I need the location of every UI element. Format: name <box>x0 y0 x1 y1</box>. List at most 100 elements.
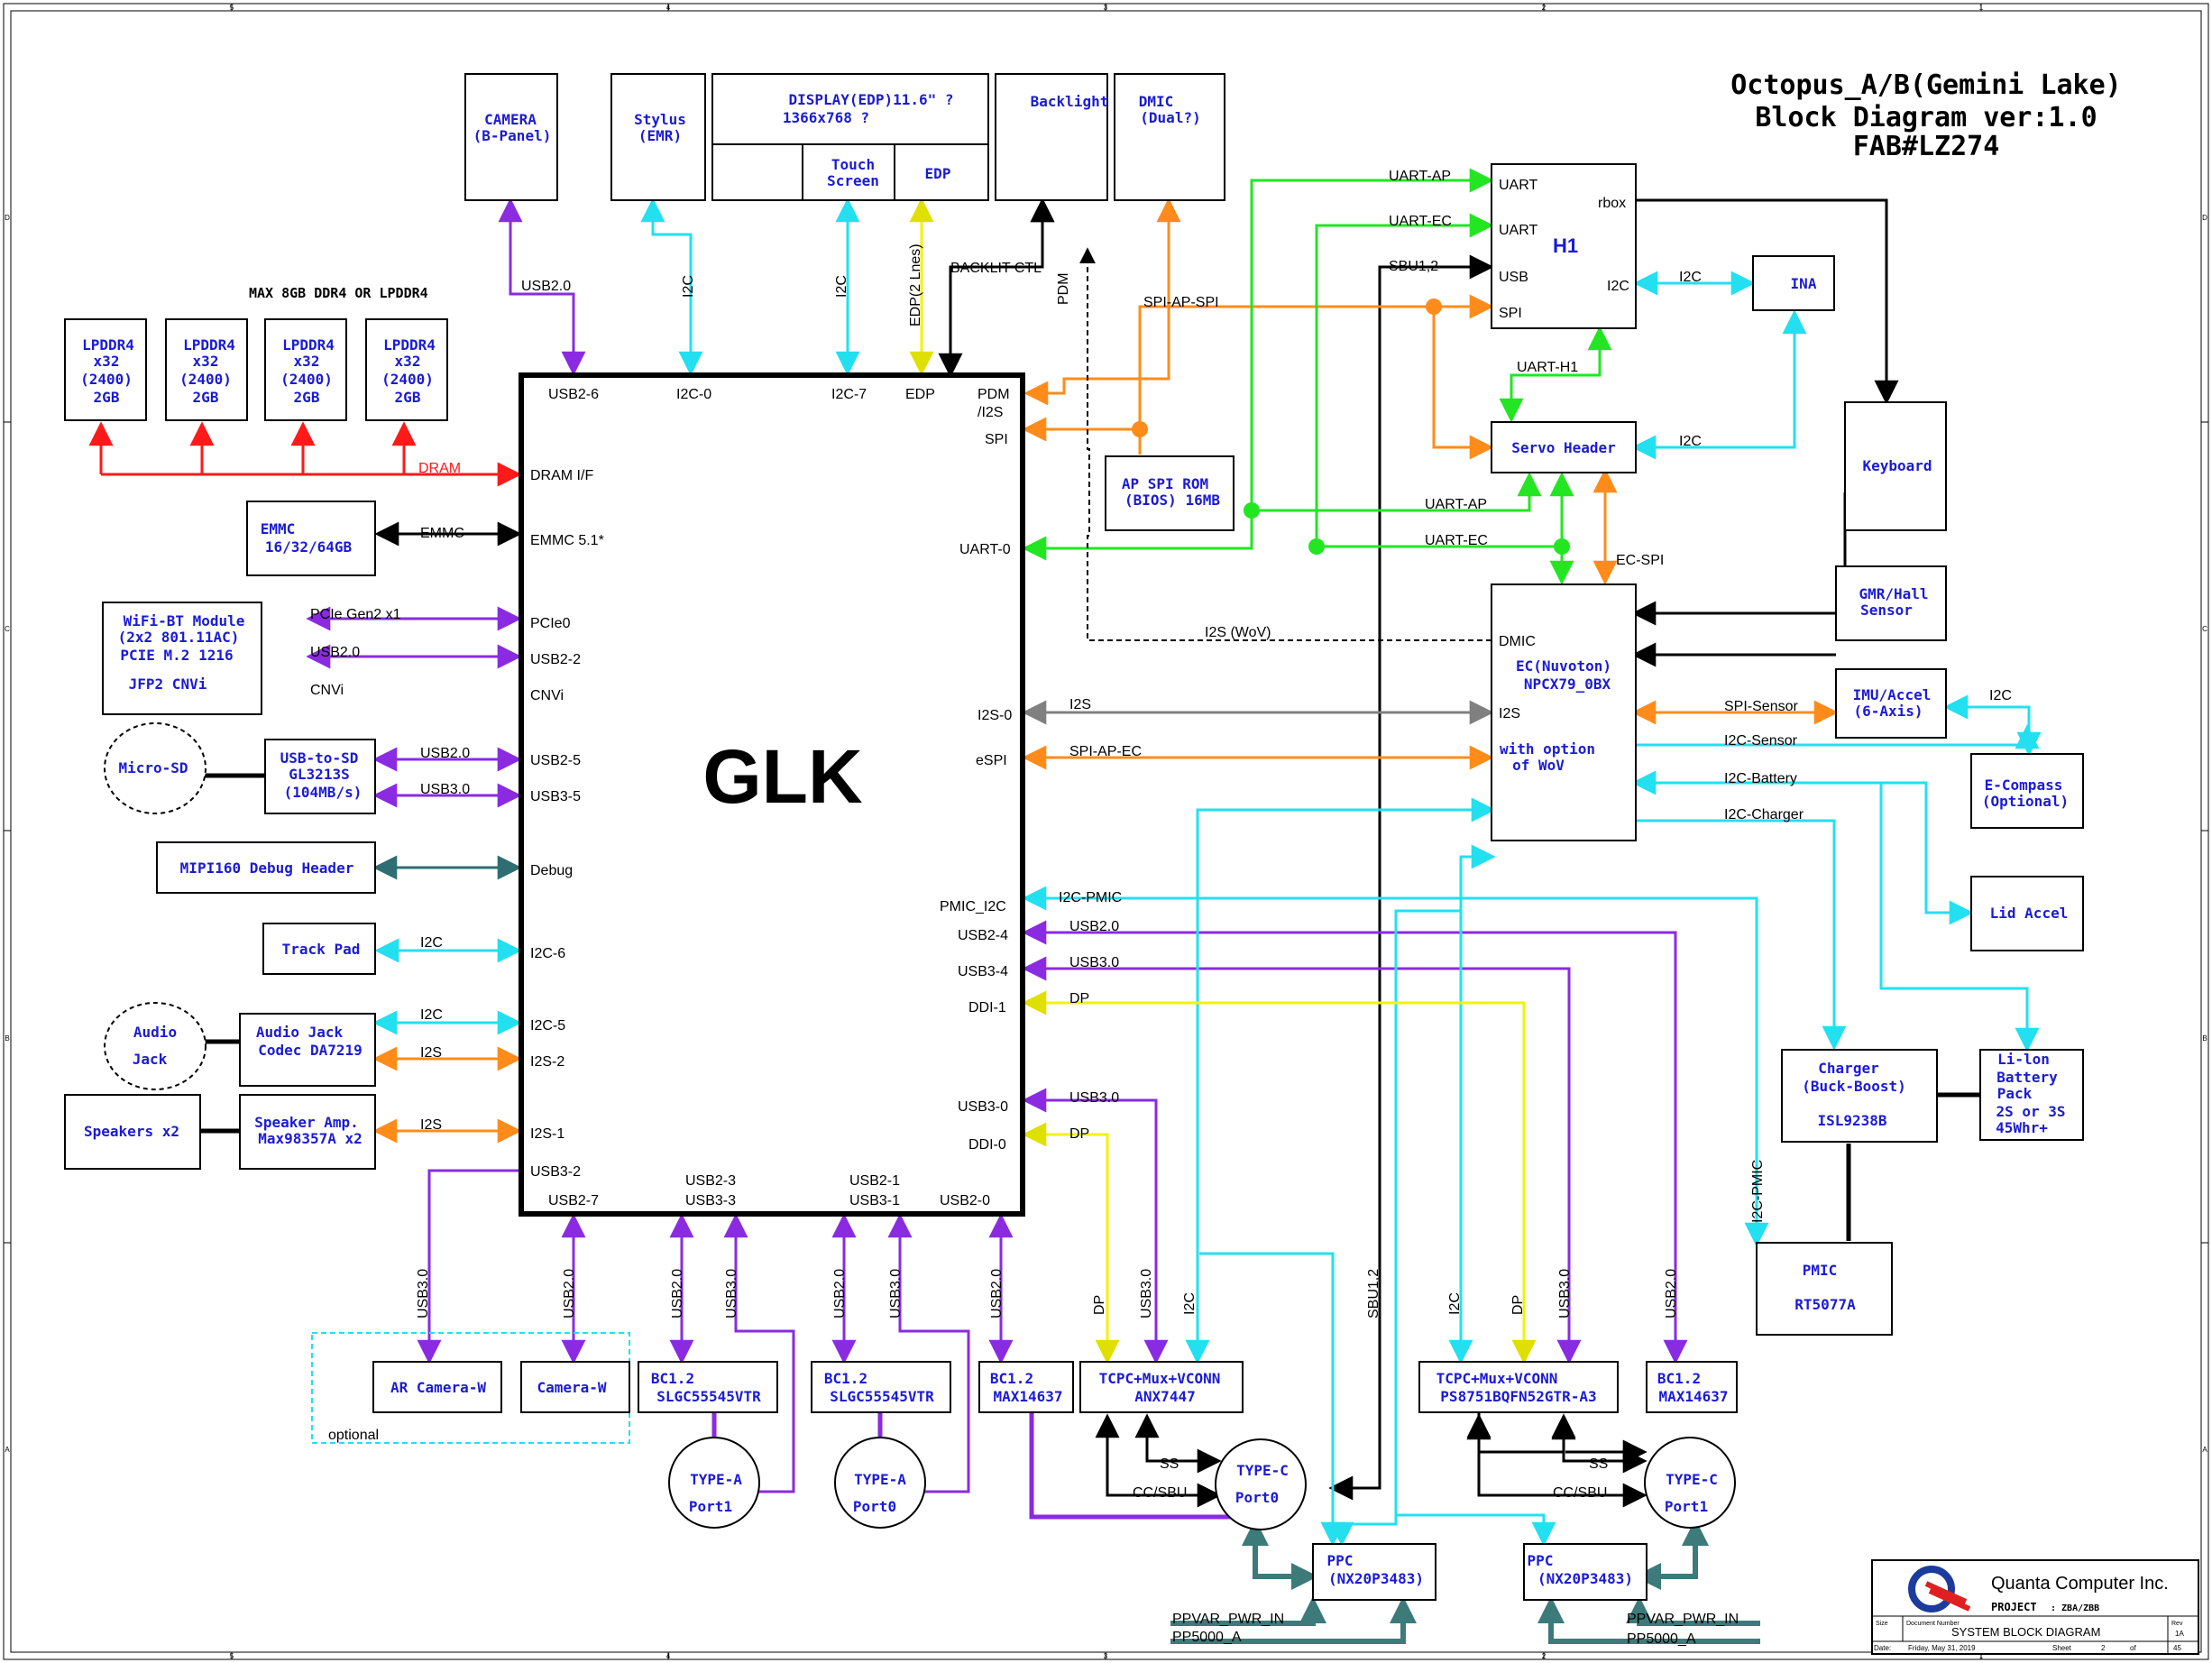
soc-box <box>519 372 1025 1217</box>
charger-label: (Buck-Boost) <box>1802 1078 1906 1095</box>
sig-ecspi: EC-SPI <box>1616 553 1664 568</box>
power-links <box>1170 1519 1760 1644</box>
ec-pin: I2S <box>1499 706 1520 721</box>
h1-pin: UART <box>1499 178 1537 193</box>
sig-usb: USB3.0 <box>416 1269 431 1318</box>
sig-ccsbu: CC/SBU <box>1133 1485 1187 1501</box>
soc-pin: PMIC_I2C <box>940 899 1006 914</box>
sig-spiapec: SPI-AP-EC <box>1069 744 1142 759</box>
sig-usb: USB2.0 <box>1664 1269 1679 1318</box>
gmr-label: Sensor <box>1860 602 1913 619</box>
ecompass-label: (Optional) <box>1982 793 2069 810</box>
backlit-line <box>938 198 1055 378</box>
tcpc-label: PS8751BQFN52GTR-A3 <box>1440 1388 1596 1405</box>
soc-pin: /I2S <box>978 405 1003 420</box>
port-circles <box>104 722 1736 1530</box>
sig-power: PP5000_A <box>1627 1631 1696 1647</box>
company-name: Quanta Computer Inc. <box>1991 1574 2169 1594</box>
amp-label: Max98357A x2 <box>258 1130 363 1147</box>
col-mark: 5 <box>230 1652 234 1660</box>
sig-uart: UART-H1 <box>1517 360 1578 375</box>
bc-label: BC1.2 <box>1657 1370 1701 1387</box>
soc-pin: USB2-6 <box>548 387 599 402</box>
sig-uart: UART-EC <box>1425 533 1488 548</box>
lpddr-label: 2GB <box>395 389 421 406</box>
soc-pin: I2C-7 <box>831 387 867 402</box>
title-line: Octopus_A/B(Gemini Lake) <box>1730 69 2121 101</box>
sig-usb: USB2.0 <box>310 645 360 660</box>
imu-label: (6-Axis) <box>1853 703 1923 720</box>
col-mark: 2 <box>1542 4 1547 12</box>
typec-label: TYPE-C <box>1236 1462 1289 1479</box>
col-mark: 3 <box>1104 1652 1108 1660</box>
row-mark: D <box>5 214 10 222</box>
col-mark: 1 <box>1979 1652 1984 1660</box>
soc-pin: USB2-5 <box>530 753 581 768</box>
sig-spi: SPI-AP-SPI <box>1143 295 1219 310</box>
wifi-label: (2x2 801.11AC) <box>118 629 240 646</box>
typec-label: TYPE-C <box>1666 1471 1718 1488</box>
soc-pin: PCIe0 <box>530 616 571 631</box>
audiojack-label: Jack <box>133 1051 168 1068</box>
sig-i2ccharger: I2C-Charger <box>1724 807 1804 822</box>
memory-caption: MAX 8GB DDR4 OR LPDDR4 <box>249 285 428 301</box>
dmic-label: DMIC <box>1139 93 1174 110</box>
bc-label: MAX14637 <box>1658 1388 1728 1405</box>
sig-i2cbatt: I2C-Battery <box>1724 771 1797 786</box>
block-boxes <box>64 73 2084 1601</box>
soc-pin: USB2-1 <box>849 1173 900 1189</box>
soc-pin: USB3-5 <box>530 789 581 804</box>
frame-marks: 5 4 3 2 1 5 4 3 2 1 D C B A D C B A <box>5 4 2207 1660</box>
docnum-label: Document Number <box>1906 1621 1960 1627</box>
sig-i2csensor: I2C-Sensor <box>1724 733 1798 749</box>
sheet-label: Sheet <box>2052 1644 2072 1652</box>
microsd-label: Micro-SD <box>118 759 188 776</box>
lpddr-label: x32 <box>193 353 219 370</box>
h1-pin: rbox <box>1598 196 1626 211</box>
bc-label: BC1.2 <box>824 1370 867 1387</box>
sig-spisensor: SPI-Sensor <box>1724 699 1798 714</box>
bc-label: MAX14637 <box>993 1388 1062 1405</box>
lpddr-label: (2400) <box>280 371 333 388</box>
sig-pcie: PCIe Gen2 x1 <box>310 607 401 622</box>
soc-pin: CNVi <box>530 688 564 703</box>
row-mark: A <box>5 1446 10 1454</box>
sig-dram: DRAM <box>418 461 461 476</box>
black-links <box>198 188 1980 1508</box>
ppc-label: PPC <box>1327 1552 1354 1569</box>
usbsd-label: GL3213S <box>289 766 349 783</box>
sig-pdm: PDM <box>1056 272 1071 305</box>
ppc-label: PPC <box>1528 1552 1554 1569</box>
emmc-label: 16/32/64GB <box>265 538 353 556</box>
junction-dots <box>1132 299 1570 555</box>
col-mark: 4 <box>666 1652 671 1660</box>
ec-pin: DMIC <box>1499 634 1536 649</box>
rev-value: 1A <box>2175 1630 2184 1638</box>
lpddr-label: LPDDR4 <box>383 336 436 354</box>
backlight-label: Backlight <box>1031 93 1109 110</box>
typec-label: Port0 <box>1235 1489 1279 1506</box>
sig-usb: USB3.0 <box>1557 1269 1573 1318</box>
optional-label: optional <box>328 1428 379 1443</box>
bc-label: BC1.2 <box>990 1370 1033 1387</box>
keyboard-label: Keyboard <box>1862 457 1932 474</box>
sig-i2cpmic: I2C-PMIC <box>1059 890 1122 905</box>
row-mark: A <box>2202 1446 2207 1454</box>
arcam-label: AR Camera-W <box>390 1379 486 1396</box>
charger-label: ISL9238B <box>1817 1112 1886 1129</box>
sig-backlit: BACKLIT CTL <box>950 261 1042 276</box>
tcpc-label: TCPC+Mux+VCONN <box>1436 1370 1558 1387</box>
ecompass-label: E-Compass <box>1985 776 2063 794</box>
soc-pin: USB2-2 <box>530 652 581 667</box>
project-label: PROJECT <box>1991 1601 2037 1613</box>
mipi-label: MIPI160 Debug Header <box>180 859 354 877</box>
ec-label: of WoV <box>1512 757 1565 774</box>
soc-pin: I2S-2 <box>530 1054 564 1070</box>
sig-i2c: I2C <box>834 275 849 298</box>
soc-pin: SPI <box>985 432 1008 447</box>
lpddr-label: 2GB <box>294 389 320 406</box>
soc-pins: USB2-6 I2C-0 I2C-7 EDP PDM /I2S SPI UART… <box>530 387 1012 1208</box>
soc-pin: USB3-2 <box>530 1164 581 1180</box>
soc-pin: USB2-3 <box>685 1173 736 1189</box>
soc-pin: USB3-3 <box>685 1193 736 1208</box>
